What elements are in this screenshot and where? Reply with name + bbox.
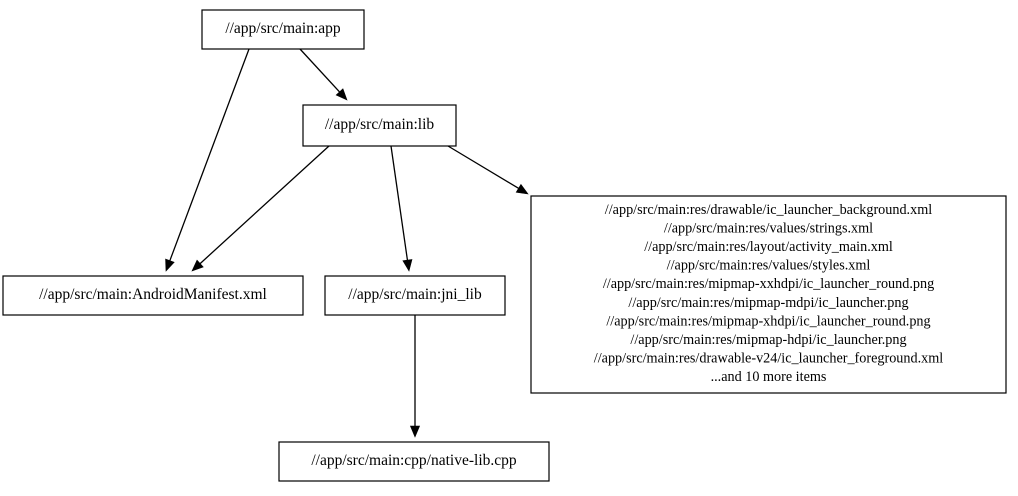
node-label: //app/src/main:AndroidManifest.xml: [39, 286, 267, 303]
node-jni-lib[interactable]: //app/src/main:jni_lib: [324, 275, 506, 316]
node-label-line: //app/src/main:res/mipmap-mdpi/ic_launch…: [628, 295, 908, 311]
edge-lib-to-resources-group: [447, 145, 529, 195]
edges-layer: [165, 48, 529, 438]
node-box[interactable]: [530, 195, 1007, 394]
node-label-line: //app/src/main:res/layout/activity_main.…: [644, 239, 893, 255]
edge-lib-to-android-manifest: [191, 145, 330, 272]
nodes-layer: //app/src/main:app //app/src/main:lib //ap…: [2, 9, 1007, 482]
edge-line: [447, 145, 519, 189]
node-box[interactable]: [324, 275, 506, 316]
node-label-line: //app/src/main:res/mipmap-xhdpi/ic_launc…: [606, 314, 930, 330]
node-lib[interactable]: //app/src/main:lib: [302, 104, 457, 147]
node-label-line: //app/src/main:res/drawable-v24/ic_launc…: [594, 351, 944, 367]
node-box[interactable]: [302, 104, 457, 147]
node-box[interactable]: [201, 9, 365, 50]
edge-arrowhead: [409, 425, 421, 438]
node-label-line: //app/src/main:res/mipmap-xxhdpi/ic_laun…: [603, 276, 934, 292]
node-label: //app/src/main:res/drawable/ic_launcher_…: [594, 202, 944, 385]
node-android-manifest[interactable]: //app/src/main:AndroidManifest.xml: [2, 275, 304, 316]
node-label: //app/src/main:cpp/native-lib.cpp: [311, 452, 517, 469]
node-label: //app/src/main:app: [225, 20, 341, 37]
edge-line: [169, 48, 250, 261]
edge-arrowhead: [515, 183, 529, 195]
node-label-line: ...and 10 more items: [711, 369, 827, 385]
edge-app-to-lib: [299, 48, 348, 101]
edge-app-to-android-manifest: [165, 48, 250, 272]
node-label-line: //app/src/main:res/mipmap-hdpi/ic_launch…: [630, 332, 906, 348]
edge-jni-lib-to-native-lib-cpp: [409, 315, 421, 438]
node-label-line: //app/src/main:res/values/strings.xml: [664, 221, 873, 237]
node-label-line: //app/src/main:res/drawable/ic_launcher_…: [605, 202, 932, 218]
node-box[interactable]: [2, 275, 304, 316]
node-box[interactable]: [278, 441, 550, 482]
node-label: //app/src/main:lib: [325, 116, 435, 133]
node-label-line: //app/src/main:res/values/styles.xml: [667, 258, 871, 274]
edge-arrowhead: [335, 88, 348, 101]
edge-arrowhead: [402, 259, 413, 272]
node-native-lib-cpp[interactable]: //app/src/main:cpp/native-lib.cpp: [278, 441, 550, 482]
edge-line: [299, 48, 341, 93]
edge-arrowhead: [191, 259, 204, 272]
edge-line: [390, 145, 409, 261]
edge-arrowhead: [165, 258, 175, 272]
node-label: //app/src/main:jni_lib: [348, 286, 482, 303]
edge-lib-to-jni-lib: [390, 145, 413, 272]
node-app[interactable]: //app/src/main:app: [201, 9, 365, 50]
edge-line: [199, 145, 330, 265]
node-resources-group[interactable]: //app/src/main:res/drawable/ic_launcher_…: [530, 195, 1007, 394]
